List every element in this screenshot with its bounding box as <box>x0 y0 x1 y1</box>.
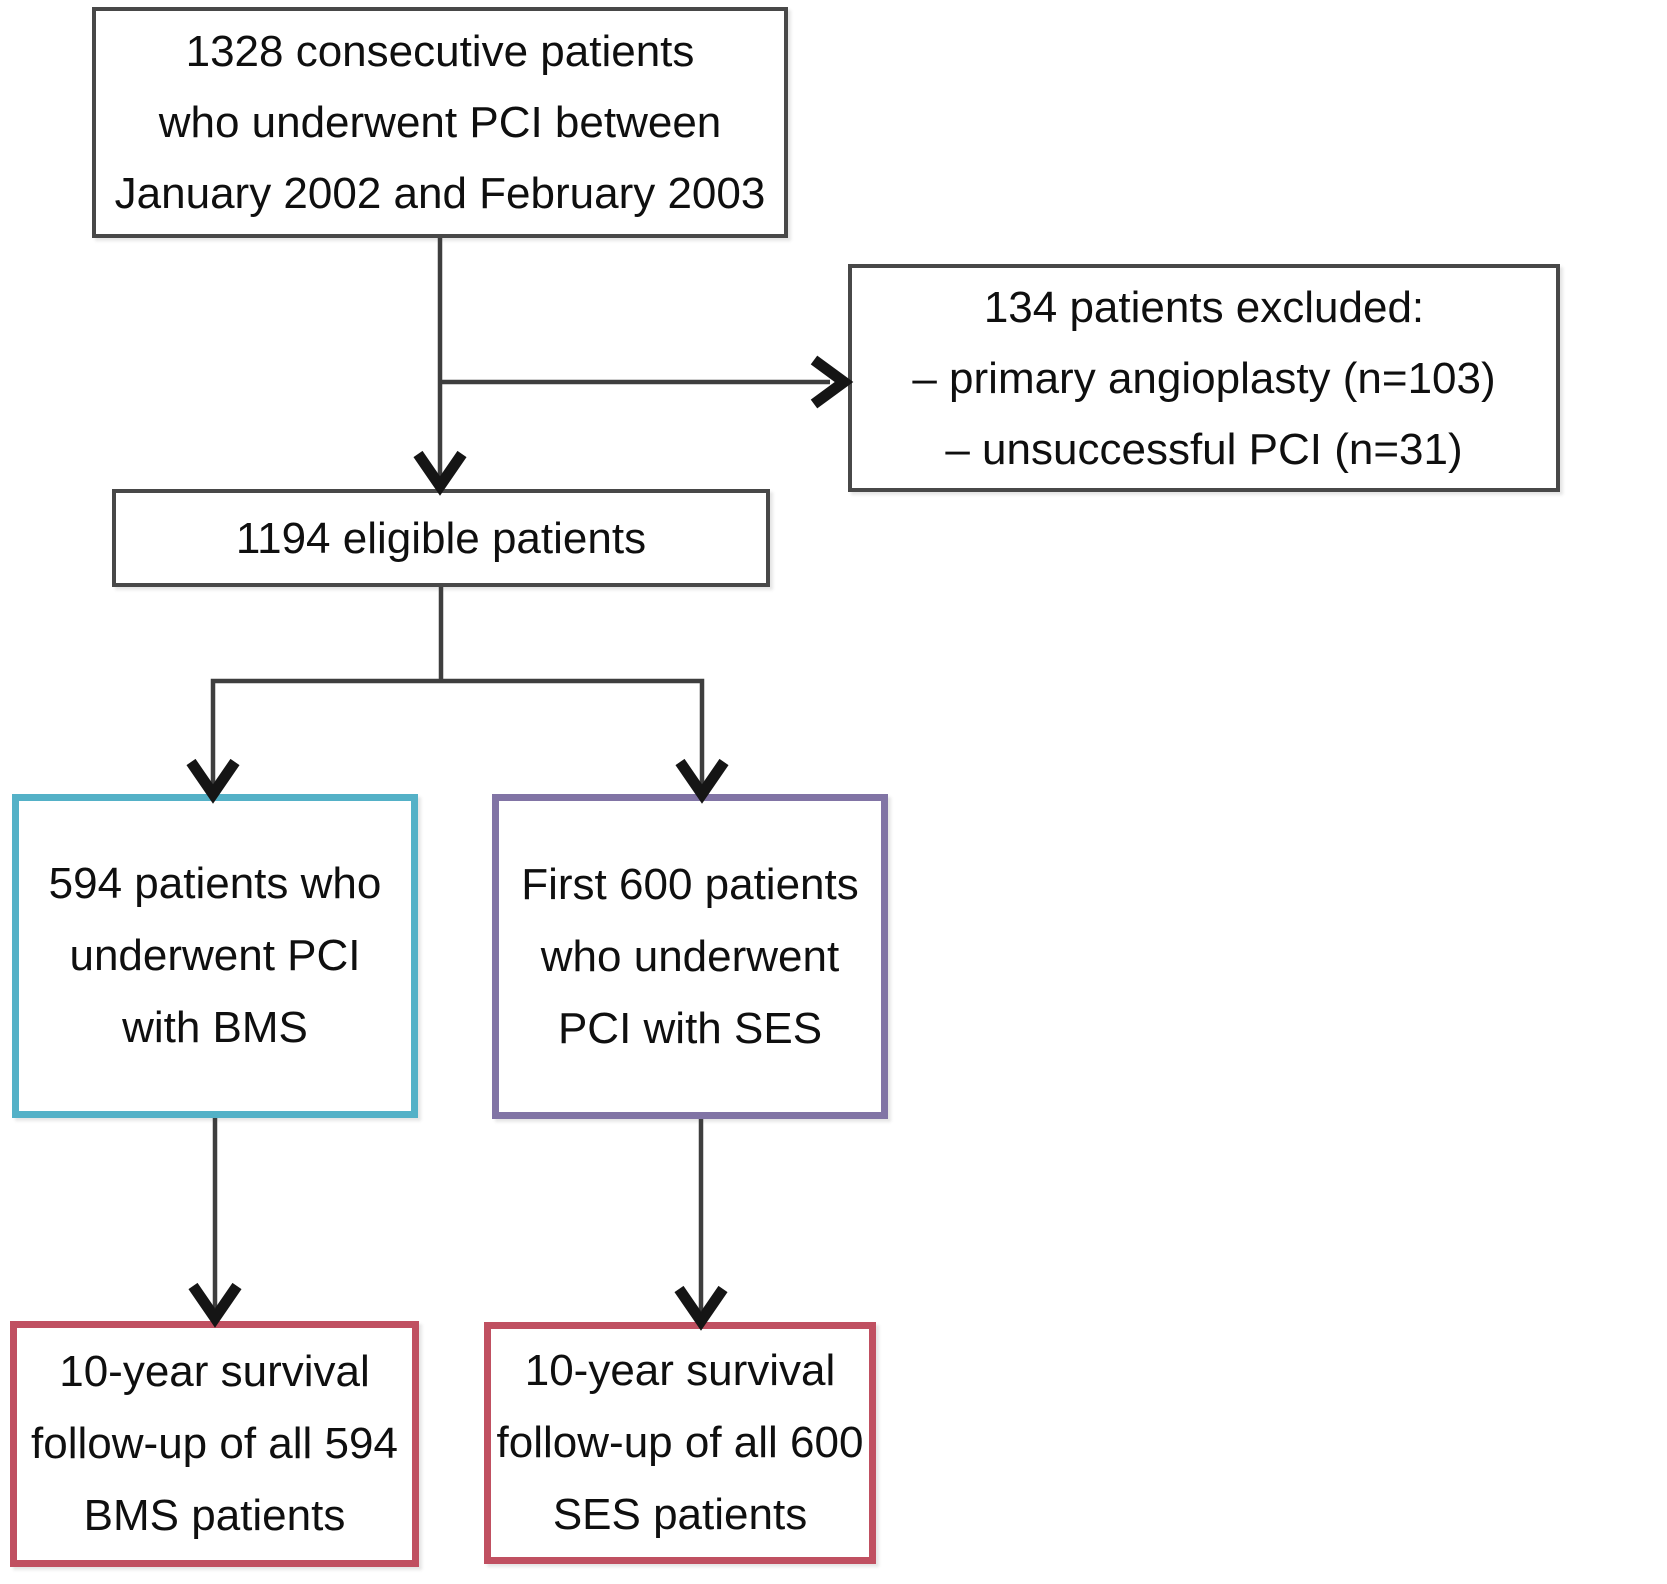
arrowhead-down-bms <box>186 758 240 804</box>
box-consecutive-patients: 1328 consecutive patients who underwent … <box>92 7 788 238</box>
arrowhead-down-bms-followup <box>188 1282 242 1328</box>
arrowhead-right-excluded <box>810 355 854 409</box>
connector-branch-bar <box>210 678 705 787</box>
text-line: First 600 patients <box>521 859 859 909</box>
text-line: SES patients <box>552 1490 808 1539</box>
arrowhead-down-ses-followup <box>674 1285 728 1331</box>
text-line: – unsuccessful PCI (n=31) <box>945 424 1463 474</box>
box-ses-group: First 600 patients who underwent PCI wit… <box>492 794 888 1119</box>
text-line: January 2002 and February 2003 <box>114 169 766 218</box>
arrowhead-down-ses <box>675 758 729 804</box>
text-line: 10-year survival <box>59 1347 370 1396</box>
text-line: underwent PCI <box>69 931 361 980</box>
text-line: 134 patients excluded: <box>983 282 1425 332</box>
text-line: follow-up of all 600 <box>496 1418 864 1467</box>
text-line: 594 patients who <box>48 859 382 908</box>
box-ses-followup: 10-year survival follow-up of all 600 SE… <box>484 1322 876 1564</box>
text-line: 1328 consecutive patients <box>185 27 695 76</box>
box-bms-followup: 10-year survival follow-up of all 594 BM… <box>10 1321 419 1567</box>
box-excluded-patients: 134 patients excluded: – primary angiopl… <box>848 264 1560 492</box>
text-line: 10-year survival <box>524 1346 836 1395</box>
text-line: who underwent <box>540 931 840 981</box>
text-line: 1194 eligible patients <box>235 513 647 563</box>
text-line: PCI with SES <box>557 1003 823 1053</box>
arrowhead-down-eligible <box>413 450 467 496</box>
text-line: follow-up of all 594 <box>31 1419 398 1468</box>
text-line: BMS patients <box>83 1491 346 1540</box>
text-line: with BMS <box>122 1003 308 1052</box>
text-line: – primary angioplasty (n=103) <box>912 353 1496 403</box>
box-eligible-patients: 1194 eligible patients <box>112 489 770 587</box>
box-bms-group: 594 patients who underwent PCI with BMS <box>12 794 418 1118</box>
text-line: who underwent PCI between <box>158 98 722 147</box>
